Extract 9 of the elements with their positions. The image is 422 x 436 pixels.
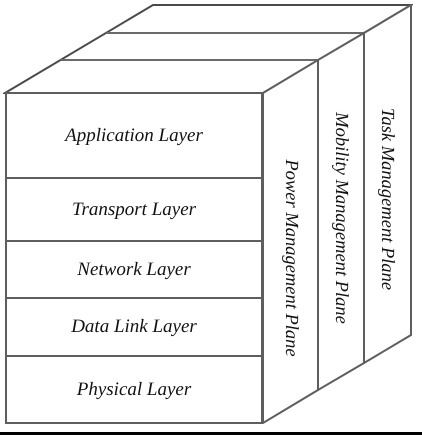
plane-label: Task Management Plane	[376, 108, 398, 290]
layer-label: Application Layer	[65, 124, 203, 146]
layer-box	[5, 355, 263, 424]
plane-label: Power Management Plane	[280, 159, 302, 357]
layer-label: Physical Layer	[76, 378, 192, 400]
layer-label: Transport Layer	[72, 198, 196, 220]
layer-label: Network Layer	[77, 258, 191, 280]
plane-label: Mobility Management Plane	[330, 112, 352, 324]
layer-label: Data Link Layer	[71, 316, 197, 338]
